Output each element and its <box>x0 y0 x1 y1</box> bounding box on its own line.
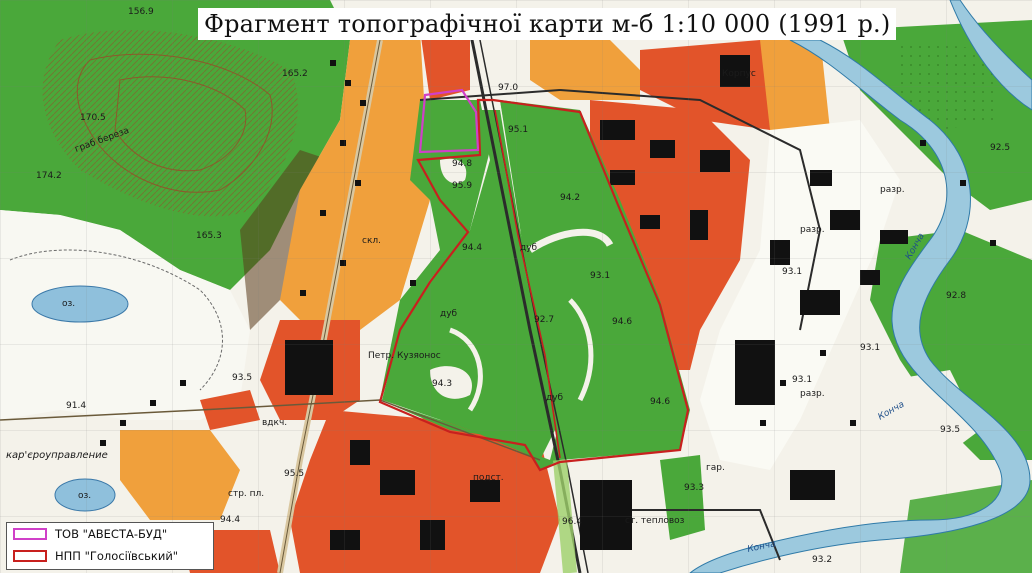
label-dub-3: дуб <box>520 243 538 253</box>
spot-elevations: 95.1 94.8 95.9 94.2 92.7 93.1 94.6 94.6 94.3 94.4… <box>36 7 1010 565</box>
spot-elevation: 95.9 <box>452 181 472 191</box>
spot-elevation: 93.1 <box>860 343 880 353</box>
label-str: стр. пл. <box>228 489 264 499</box>
spot-elevation: 94.4 <box>462 243 482 253</box>
spot-elevation: 95.5 <box>284 469 304 479</box>
label-lake: оз. <box>62 299 75 309</box>
spot-elevation: 93.5 <box>232 373 252 383</box>
map-title: Фрагмент топографічної карти м-б 1:10 00… <box>198 8 897 40</box>
label-vodkach: вдкч. <box>262 418 287 428</box>
spot-elevation: 156.9 <box>128 7 154 17</box>
boundary-avesta-bud <box>418 88 480 154</box>
spot-elevation: 92.5 <box>990 143 1010 153</box>
spot-elevation: 165.3 <box>196 231 222 241</box>
spot-elevation: 94.8 <box>452 159 472 169</box>
label-street: Петр. Кузяонос <box>368 351 441 361</box>
spot-elevation: 174.2 <box>36 171 62 181</box>
label-podst: подст. <box>473 473 504 483</box>
spot-elevation: 95.1 <box>508 125 528 135</box>
label-razr-3: разр. <box>800 389 825 399</box>
legend-item-npp: НПП "Голосіївський" <box>7 545 213 567</box>
spot-elevation: 93.1 <box>590 271 610 281</box>
map-legend: ТОВ "АВЕСТА-БУД" НПП "Голосіївський" <box>6 522 214 570</box>
spot-elevation: 93.3 <box>684 483 704 493</box>
label-lake-2: оз. <box>78 491 91 501</box>
legend-swatch-npp <box>13 550 47 562</box>
spot-elevation: 93.1 <box>792 375 812 385</box>
spot-elevation: 92.7 <box>534 315 554 325</box>
spot-elevation: 96.4 <box>562 517 582 527</box>
label-korpus: Корпус <box>722 69 756 79</box>
label-skl: скл. <box>362 236 381 246</box>
label-quarry-office: кар'єроуправление <box>6 450 108 461</box>
label-station: ст. тепловоз <box>625 516 685 526</box>
spot-elevation: 91.4 <box>66 401 86 411</box>
spot-elevation: 93.5 <box>940 425 960 435</box>
spot-elevation: 97.0 <box>498 83 518 93</box>
boundary-npp-holosiivskyi <box>378 98 690 472</box>
label-razr-1: разр. <box>880 185 905 195</box>
spot-elevation: 165.2 <box>282 69 308 79</box>
legend-label-npp: НПП "Голосіївський" <box>55 549 179 563</box>
spot-elevation: 94.6 <box>612 317 632 327</box>
legend-label-avesta: ТОВ "АВЕСТА-БУД" <box>55 527 168 541</box>
spot-elevation: 93.2 <box>812 555 832 565</box>
legend-swatch-avesta <box>13 528 47 540</box>
label-gar: гар. <box>706 463 725 473</box>
label-dub-1: дуб <box>440 309 458 319</box>
spot-elevation: 94.2 <box>560 193 580 203</box>
spot-elevation: 94.3 <box>432 379 452 389</box>
spot-elevation: 94.6 <box>650 397 670 407</box>
spot-elevation: 94.4 <box>220 515 240 525</box>
spot-elevation: 93.1 <box>782 267 802 277</box>
label-dub-2: дуб <box>546 393 564 403</box>
label-razr-2: разр. <box>800 225 825 235</box>
legend-item-avesta: ТОВ "АВЕСТА-БУД" <box>7 523 213 545</box>
spot-elevation: 170.5 <box>80 113 106 123</box>
spot-elevation: 92.8 <box>946 291 966 301</box>
